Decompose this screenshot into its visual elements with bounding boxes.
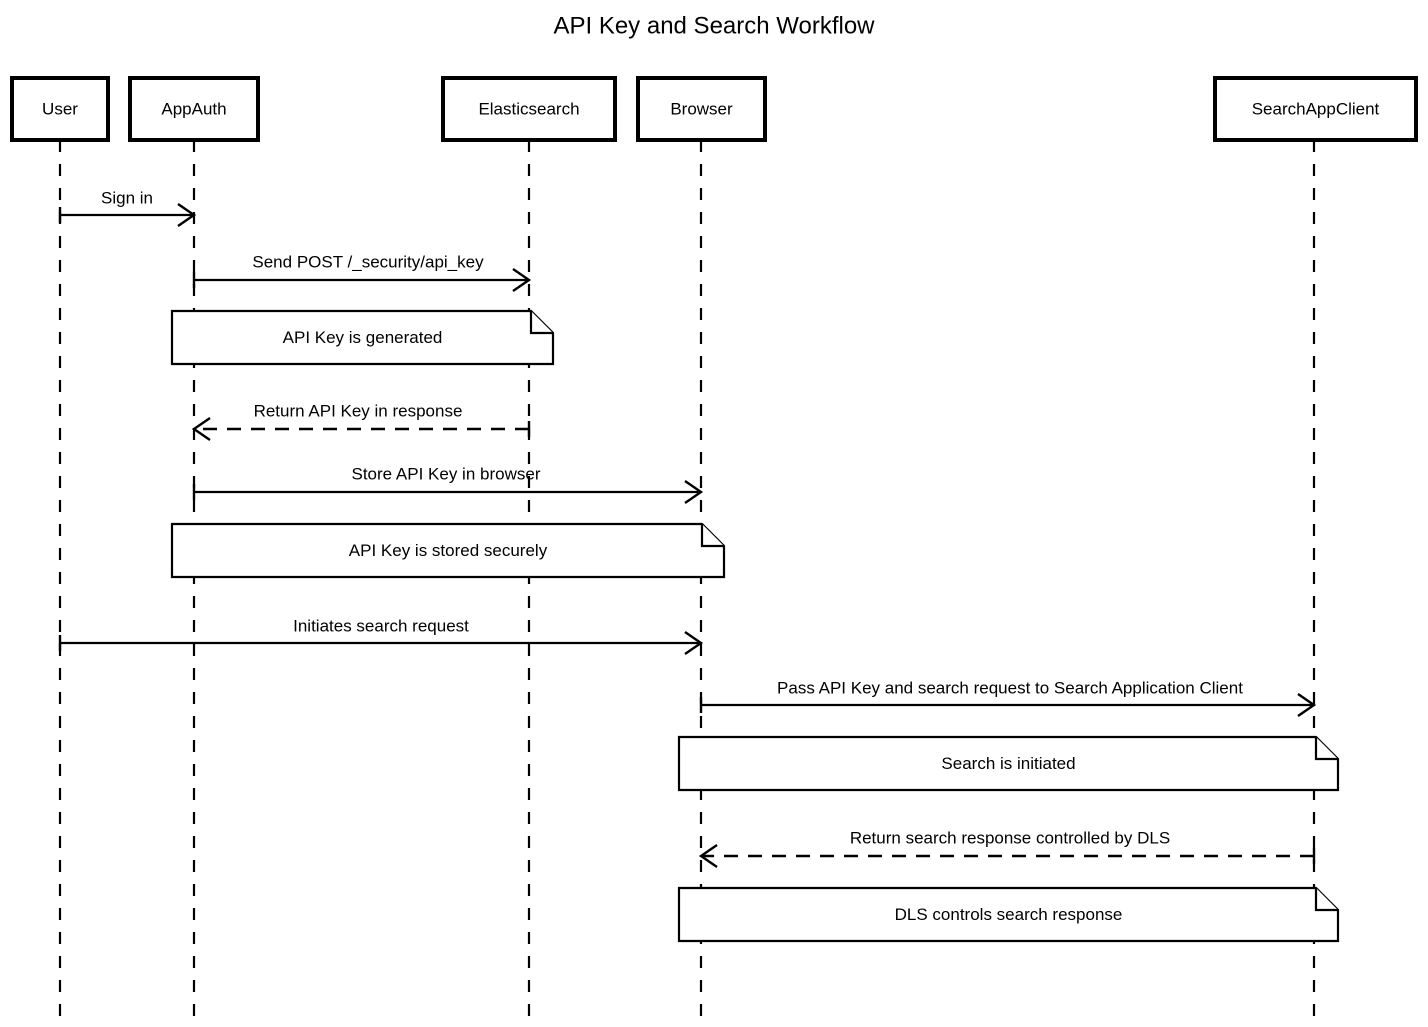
note-n4: DLS controls search response — [677, 886, 1340, 943]
message-arrowhead-m6 — [1297, 693, 1317, 717]
message-arrowhead-m5 — [684, 631, 704, 655]
note-label-n3: Search is initiated — [941, 754, 1075, 773]
message-m1[interactable]: Sign in — [58, 188, 197, 227]
note-fold-corner-n3 — [1314, 737, 1338, 761]
message-label-m7: Return search response controlled by DLS — [850, 828, 1170, 847]
participant-label-sac: SearchAppClient — [1252, 99, 1380, 118]
participant-label-es: Elasticsearch — [478, 99, 579, 118]
message-m4[interactable]: Store API Key in browser — [192, 464, 704, 504]
participant-label-user: User — [42, 99, 78, 118]
message-label-m4: Store API Key in browser — [352, 464, 541, 483]
note-label-n4: DLS controls search response — [895, 905, 1123, 924]
message-label-m6: Pass API Key and search request to Searc… — [777, 678, 1243, 697]
message-m7[interactable]: Return search response controlled by DLS — [698, 828, 1316, 868]
participant-box-appauth — [128, 76, 260, 142]
note-n3: Search is initiated — [677, 735, 1340, 792]
note-label-n1: API Key is generated — [283, 328, 443, 347]
participant-box-sac — [1213, 76, 1418, 142]
note-n1: API Key is generated — [170, 309, 555, 366]
note-fold-corner-n4 — [1314, 888, 1338, 912]
note-body-n1 — [170, 309, 555, 366]
message-m6[interactable]: Pass API Key and search request to Searc… — [699, 678, 1317, 717]
participant-label-browser: Browser — [670, 99, 733, 118]
message-label-m1: Sign in — [101, 188, 153, 207]
note-body-n2 — [170, 522, 726, 579]
page-title: API Key and Search Workflow — [553, 12, 875, 39]
participant-browser[interactable]: Browser — [636, 76, 767, 142]
message-m2[interactable]: Send POST /_security/api_key — [192, 252, 532, 292]
note-label-n2: API Key is stored securely — [349, 541, 548, 560]
note-fold-corner-n1 — [529, 311, 553, 335]
note-fold-corner-n2 — [700, 524, 724, 548]
message-m3[interactable]: Return API Key in response — [191, 401, 531, 441]
participant-user[interactable]: User — [10, 76, 110, 142]
message-arrowhead-m3 — [191, 417, 211, 441]
message-label-m2: Send POST /_security/api_key — [252, 252, 484, 271]
note-body-n4 — [677, 886, 1340, 943]
messages-group: Sign in Send POST /_security/api_keyRetur… — [58, 188, 1317, 868]
participants-group: User AppAuth Elasticsearch Browser SearchApp… — [10, 76, 1418, 142]
message-label-m5: Initiates search request — [293, 616, 469, 635]
message-arrowhead-m7 — [698, 844, 718, 868]
participant-es[interactable]: Elasticsearch — [441, 76, 617, 142]
participant-box-browser — [636, 76, 767, 142]
message-arrowhead-m2 — [512, 268, 532, 292]
message-arrowhead-m4 — [684, 480, 704, 504]
note-body-n3 — [677, 735, 1340, 792]
participant-box-es — [441, 76, 617, 142]
participant-sac[interactable]: SearchAppClient — [1213, 76, 1418, 142]
participant-box-user — [10, 76, 110, 142]
message-arrowhead-m1 — [177, 203, 197, 227]
participant-label-appauth: AppAuth — [161, 99, 226, 118]
message-label-m3: Return API Key in response — [254, 401, 463, 420]
note-n2: API Key is stored securely — [170, 522, 726, 579]
participant-appauth[interactable]: AppAuth — [128, 76, 260, 142]
message-m5[interactable]: Initiates search request — [58, 616, 704, 655]
